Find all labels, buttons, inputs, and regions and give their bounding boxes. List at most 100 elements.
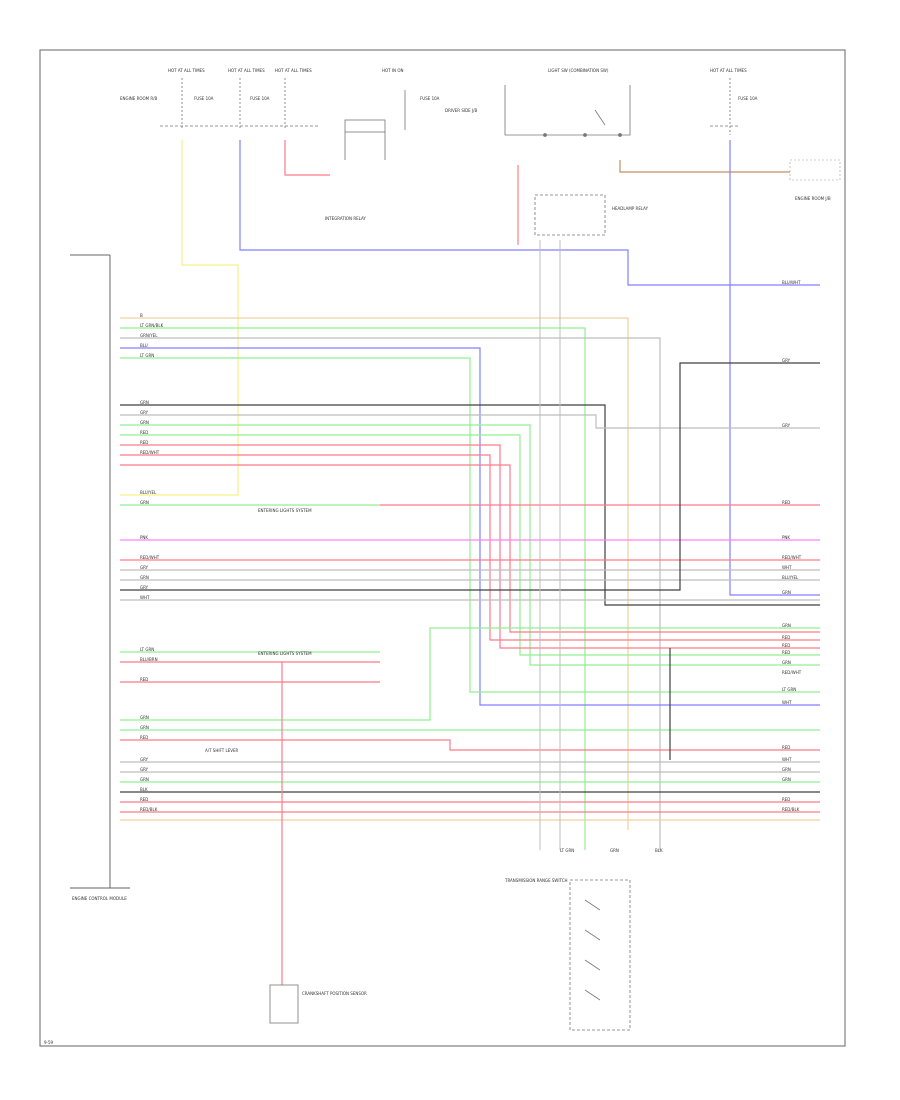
terminal-wire-label: GRN (782, 590, 791, 595)
terminal-wire-label: RED/WHT (782, 555, 802, 560)
row-grn-2 (120, 357, 820, 693)
row-grn-1 (120, 327, 586, 850)
connector-wire-label: RED/WHT (140, 555, 160, 560)
connector-wire-label: BLK (140, 787, 148, 792)
relay-splice-lines (539, 240, 561, 850)
header-label: HOT AT ALL TIMES (710, 68, 747, 73)
row-red-2 (120, 454, 820, 641)
terminal-wire-label: RED (782, 500, 790, 505)
connector-wire-label: LT GRN (140, 647, 154, 652)
header-label: LIGHT SW (COMBINATION SW) (548, 68, 609, 73)
wire-red-feed (284, 140, 330, 176)
connector-wire-label: GRY (140, 767, 149, 772)
page-number: 9-59 (44, 1040, 54, 1045)
sensor-label: CRANKSHAFT POSITION SENSOR (302, 991, 367, 996)
terminal-wire-label: RED (782, 650, 790, 655)
row-gray-2 (120, 414, 820, 429)
fuse-label: FUSE 10A (250, 96, 270, 101)
transmission-switch (569, 879, 631, 1031)
bottom-wire-label: BLK (655, 848, 663, 853)
wire-brn-feed (619, 160, 790, 173)
terminal-wire-label: PNK (782, 535, 790, 540)
ref-label-3: A/T SHIFT LEVER (205, 748, 238, 753)
fuse-label: FUSE 10A (194, 96, 214, 101)
terminal-wire-label: BLU/YEL (782, 575, 799, 580)
terminal-wire-label: RED/WHT (782, 670, 802, 675)
connector-wire-label: GRN (140, 500, 149, 505)
wire-blu-right (729, 140, 820, 596)
connector-wire-label: LT GRN (140, 353, 154, 358)
ecm-connector: ENGINE CONTROL MODULE (70, 254, 130, 901)
terminal-wire-label: GRN (782, 777, 791, 782)
terminal-wire-label: RED (782, 643, 790, 648)
connector-wire-label: GRY (140, 585, 149, 590)
switch-label: TRANSMISSION RANGE SWITCH (504, 878, 568, 883)
row-red-7 (120, 739, 820, 751)
row-grn-3 (120, 424, 820, 666)
header-label: HOT IN ON (382, 68, 403, 73)
row-red-1 (120, 444, 820, 649)
bottom-wire-labels: LT GRN GRN BLK (560, 848, 663, 853)
terminal-wire-label: GRN (782, 623, 791, 628)
connector-wire-label: BLU/BRN (140, 657, 158, 662)
connector-wire-label: RED/BLK (140, 807, 158, 812)
right-box (789, 159, 841, 181)
terminal-wire-label: WHT (782, 700, 792, 705)
connector-wire-label: GRN (140, 777, 149, 782)
bottom-wire-label: LT GRN (560, 848, 574, 853)
terminal-wire-label: RED/BLK (782, 807, 800, 812)
header-label: HOT AT ALL TIMES (228, 68, 265, 73)
terminal-wire-label: LT GRN (782, 687, 796, 692)
connector-wire-label: RED (140, 440, 148, 445)
relay-headlamp: HEADLAMP RELAY (534, 194, 649, 236)
row-gray-5 (120, 362, 820, 591)
ecm-label: ENGINE CONTROL MODULE (72, 896, 127, 901)
terminal-wire-label: GRN (782, 767, 791, 772)
connector-wire-label: GRN (140, 725, 149, 730)
connector-wire-label: LT GRN/BLK (140, 323, 164, 328)
connector-wire-label: RED (140, 735, 148, 740)
terminal-wire-label: WHT (782, 565, 792, 570)
fuse-label: DRIVER SIDE J/B (445, 108, 477, 113)
ref-label-2: ENTERING LIGHTS SYSTEM (258, 651, 312, 656)
header-label: HOT AT ALL TIMES (168, 68, 205, 73)
terminal-wire-label: RED (782, 797, 790, 802)
connector-wire-label: PNK (140, 535, 148, 540)
relay-integration: INTEGRATION RELAY (325, 119, 386, 221)
connector-wire-label: GRY (140, 410, 149, 415)
relay-right-label: HEADLAMP RELAY (612, 206, 649, 211)
fuse-label: ENGINE ROOM R/B (120, 96, 158, 101)
header-label: HOT AT ALL TIMES (275, 68, 312, 73)
connector-wire-label: GRN (140, 715, 149, 720)
light-switch (504, 85, 631, 137)
bottom-wire-label: GRN (610, 848, 619, 853)
terminal-wire-label: GRY (782, 423, 791, 428)
wire-blu-feed (239, 140, 820, 286)
connector-wire-label: RED/WHT (140, 450, 160, 455)
right-box-label: ENGINE ROOM J/B (795, 196, 831, 201)
connector-wire-label: GRN/YEL (140, 333, 158, 338)
ref-label-1: ENTERING LIGHTS SYSTEM (258, 508, 312, 513)
row-blu-1 (120, 347, 820, 706)
row-red-3 (120, 464, 820, 633)
connector-wire-label: GRN (140, 420, 149, 425)
terminal-wire-label: RED (782, 745, 790, 750)
feed-wires (120, 140, 820, 596)
header-label-group: HOT AT ALL TIMES HOT AT ALL TIMES HOT AT… (168, 68, 747, 73)
connector-wire-label: RED (140, 677, 148, 682)
terminal-wire-label: WHT (782, 757, 792, 762)
connector-wire-label: GRY (140, 757, 149, 762)
connector-wire-label: GRN (140, 575, 149, 580)
connector-wire-label: BLU (140, 343, 148, 348)
row-org (120, 317, 629, 830)
terminal-wire-label: BLU/WHT (782, 280, 801, 285)
diagram-frame (39, 49, 846, 1047)
connector-wire-label: BLU/YEL (140, 490, 157, 495)
row-gray-1 (120, 337, 661, 850)
connector-wire-label: GRY (140, 565, 149, 570)
crankshaft-sensor (269, 984, 299, 1024)
connector-wire-label: RED (140, 430, 148, 435)
left-rows (120, 317, 820, 850)
